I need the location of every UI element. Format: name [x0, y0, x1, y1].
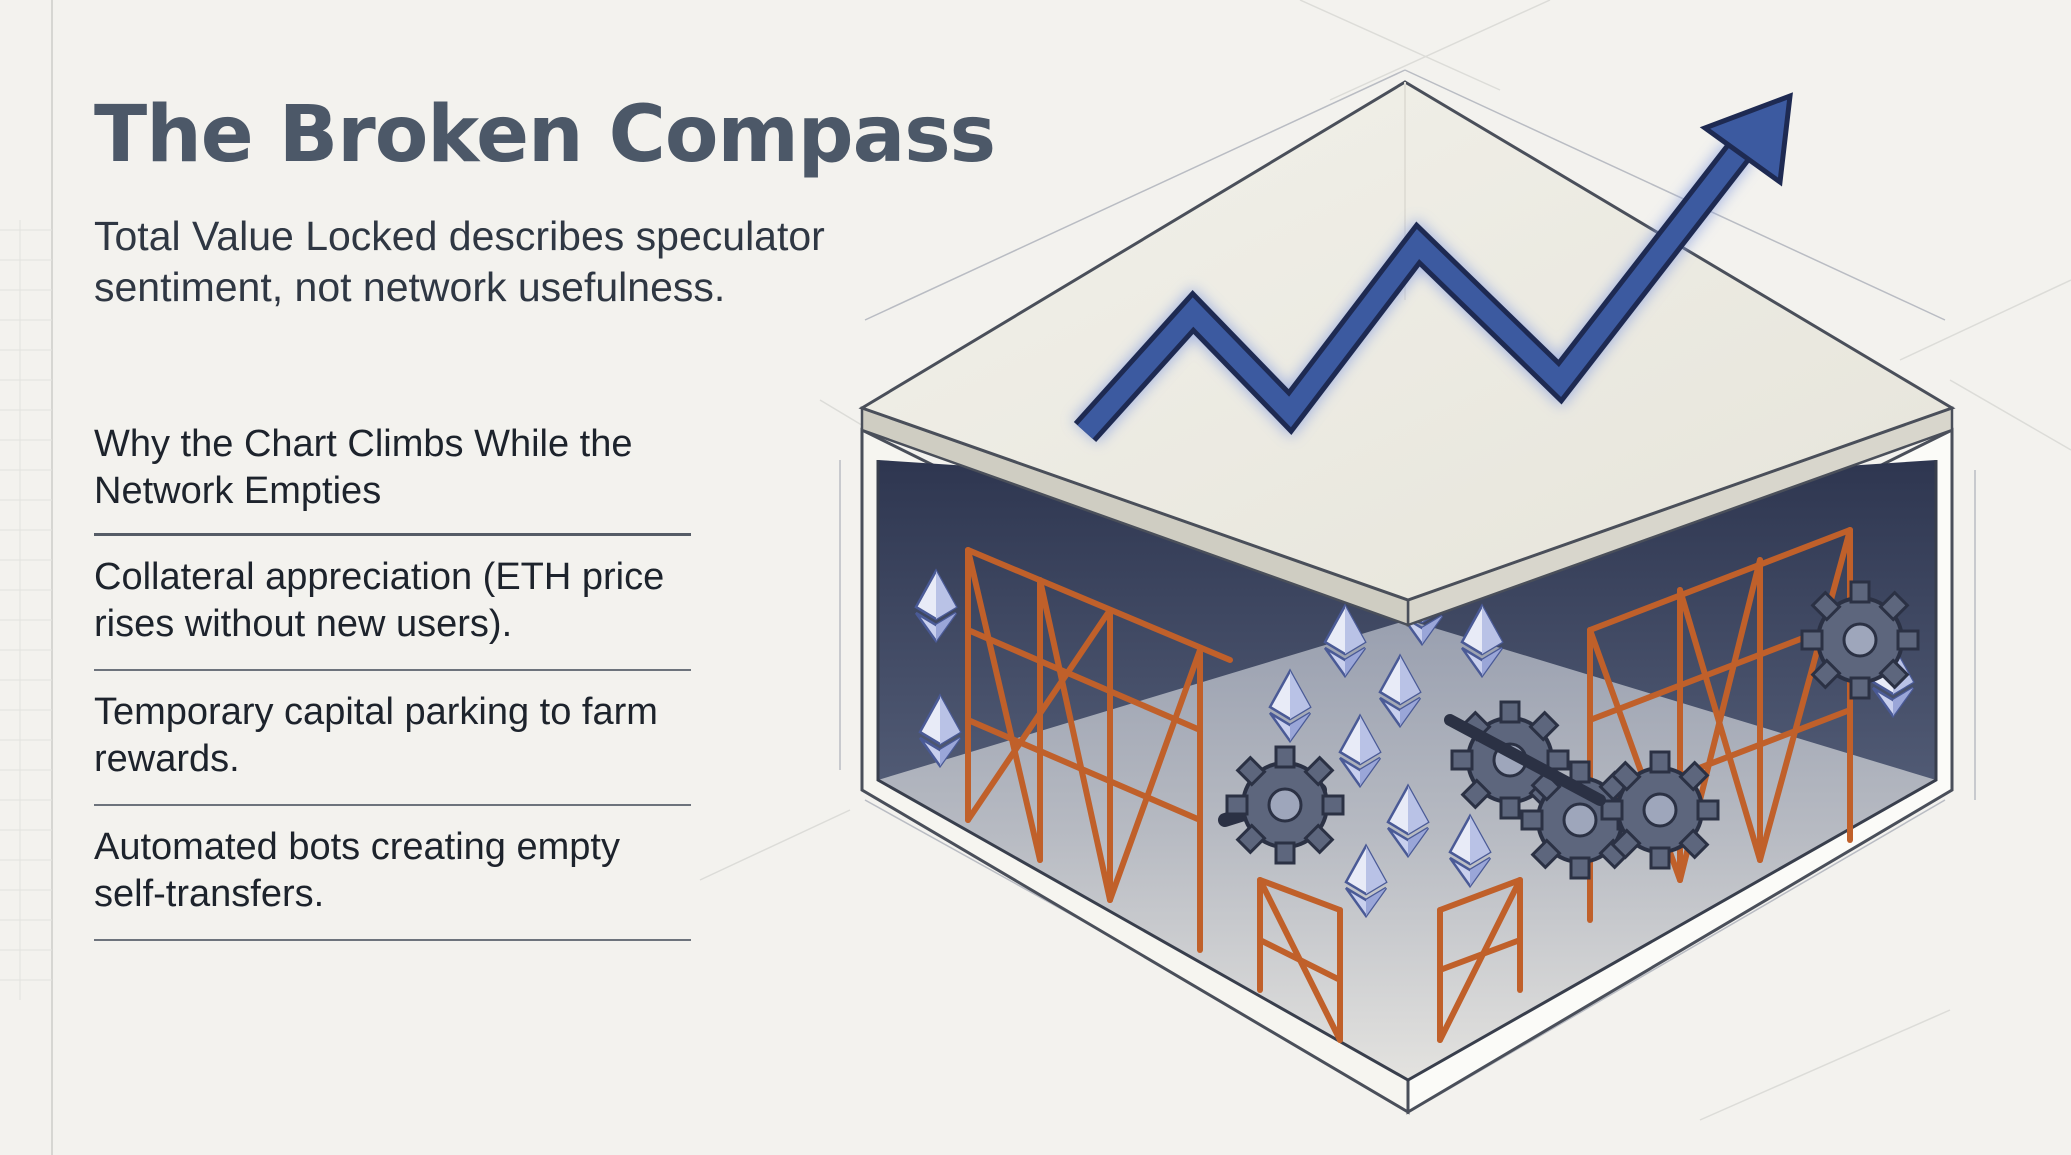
reason-list: Collateral appreciation (ETH price rises… [94, 536, 691, 942]
reasons-section: Why the Chart Climbs While the Network E… [94, 421, 691, 942]
rising-arrow-icon [1072, 92, 1793, 444]
list-item-capital-parking: Temporary capital parking to farm reward… [94, 671, 691, 807]
text-panel: The Broken Compass Total Value Locked de… [94, 90, 1024, 942]
list-item-bot-transfers: Automated bots creating empty self-trans… [94, 806, 691, 942]
list-item-collateral-appreciation: Collateral appreciation (ETH price rises… [94, 536, 691, 672]
gear-icon [1218, 580, 1920, 880]
section-heading: Why the Chart Climbs While the Network E… [94, 421, 691, 537]
page-subtitle: Total Value Locked describes speculator … [94, 213, 825, 311]
scaffolding-icon [965, 527, 1853, 1043]
page-title: The Broken Compass [94, 90, 996, 180]
top-slab [858, 80, 1956, 602]
